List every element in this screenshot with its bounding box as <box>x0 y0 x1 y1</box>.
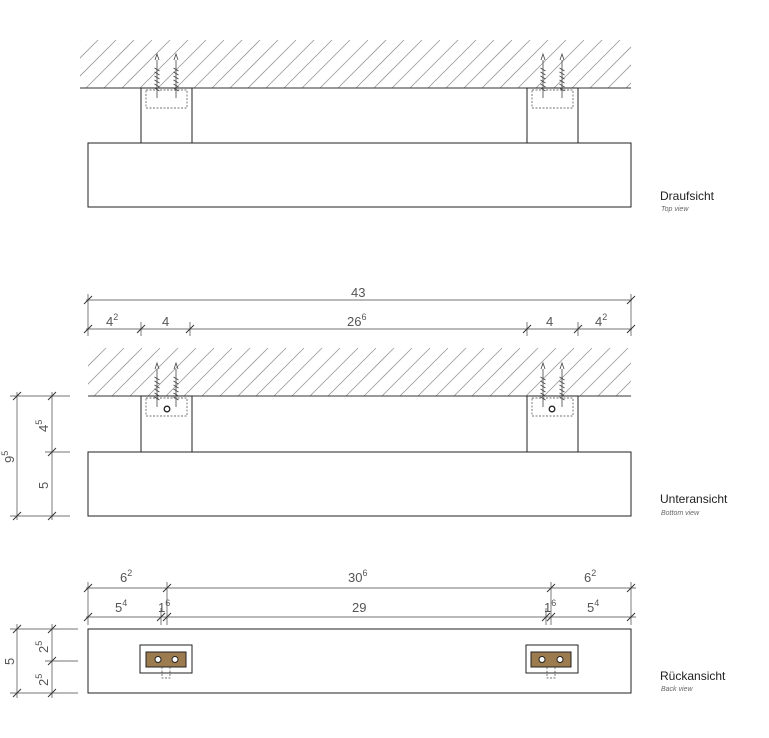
handle-body <box>87 142 632 208</box>
dim-back-upper: 25 <box>34 641 51 653</box>
dim-right-outer: 62 <box>584 568 596 585</box>
right-mount <box>526 395 579 460</box>
dim-right-small: 16 <box>544 598 556 615</box>
dim-right-mount: 4 <box>546 314 553 329</box>
dim-center: 306 <box>348 568 367 585</box>
dim-left-inner: 54 <box>115 598 127 615</box>
dim-left-mount: 4 <box>162 314 169 329</box>
top-view: Draufsicht Top view <box>80 40 715 213</box>
set-screw-icon <box>548 405 556 413</box>
top-view-title: Draufsicht <box>660 189 715 203</box>
right-bracket-plate <box>530 651 572 668</box>
right-mount <box>526 87 579 151</box>
bottom-view-title: Unteransicht <box>660 492 728 506</box>
right-mount-hidden <box>531 397 574 417</box>
right-bracket-icon <box>525 644 579 679</box>
left-bracket-icon <box>139 644 193 679</box>
dim-height-mount: 45 <box>34 420 51 432</box>
dim-total-width: 43 <box>351 285 365 300</box>
dim-back-height: 5 <box>2 658 17 665</box>
dim-right-edge: 42 <box>595 312 607 329</box>
dim-left-outer: 62 <box>120 568 132 585</box>
wall-hatch <box>80 40 631 88</box>
dim-back-lower: 25 <box>34 674 51 686</box>
dim-height-total: 95 <box>0 451 17 463</box>
back-view-subtitle: Back view <box>661 686 693 693</box>
left-mount-hidden <box>145 89 188 109</box>
dim-middle: 266 <box>347 312 366 329</box>
dim-left-edge: 42 <box>106 312 118 329</box>
left-bracket-plate <box>145 651 187 668</box>
bottom-view: 43 42 4 266 4 42 95 45 5 Unteransicht Bo <box>0 285 728 521</box>
set-screw-icon <box>163 405 171 413</box>
wall-hatch <box>88 348 631 396</box>
back-view-title: Rückansicht <box>660 669 726 683</box>
dim-height-body: 5 <box>36 482 51 489</box>
left-mount-hidden <box>145 397 188 417</box>
dim-left-small: 16 <box>158 598 170 615</box>
top-view-subtitle: Top view <box>661 206 689 213</box>
back-view: 62 306 62 54 16 29 16 54 <box>2 568 726 698</box>
handle-body <box>87 451 632 517</box>
dim-right-inner: 54 <box>587 598 599 615</box>
bottom-view-subtitle: Bottom view <box>661 510 700 517</box>
right-mount-hidden <box>531 89 574 109</box>
left-mount <box>140 87 193 151</box>
dim-inner: 29 <box>352 600 366 615</box>
left-mount <box>140 395 193 460</box>
